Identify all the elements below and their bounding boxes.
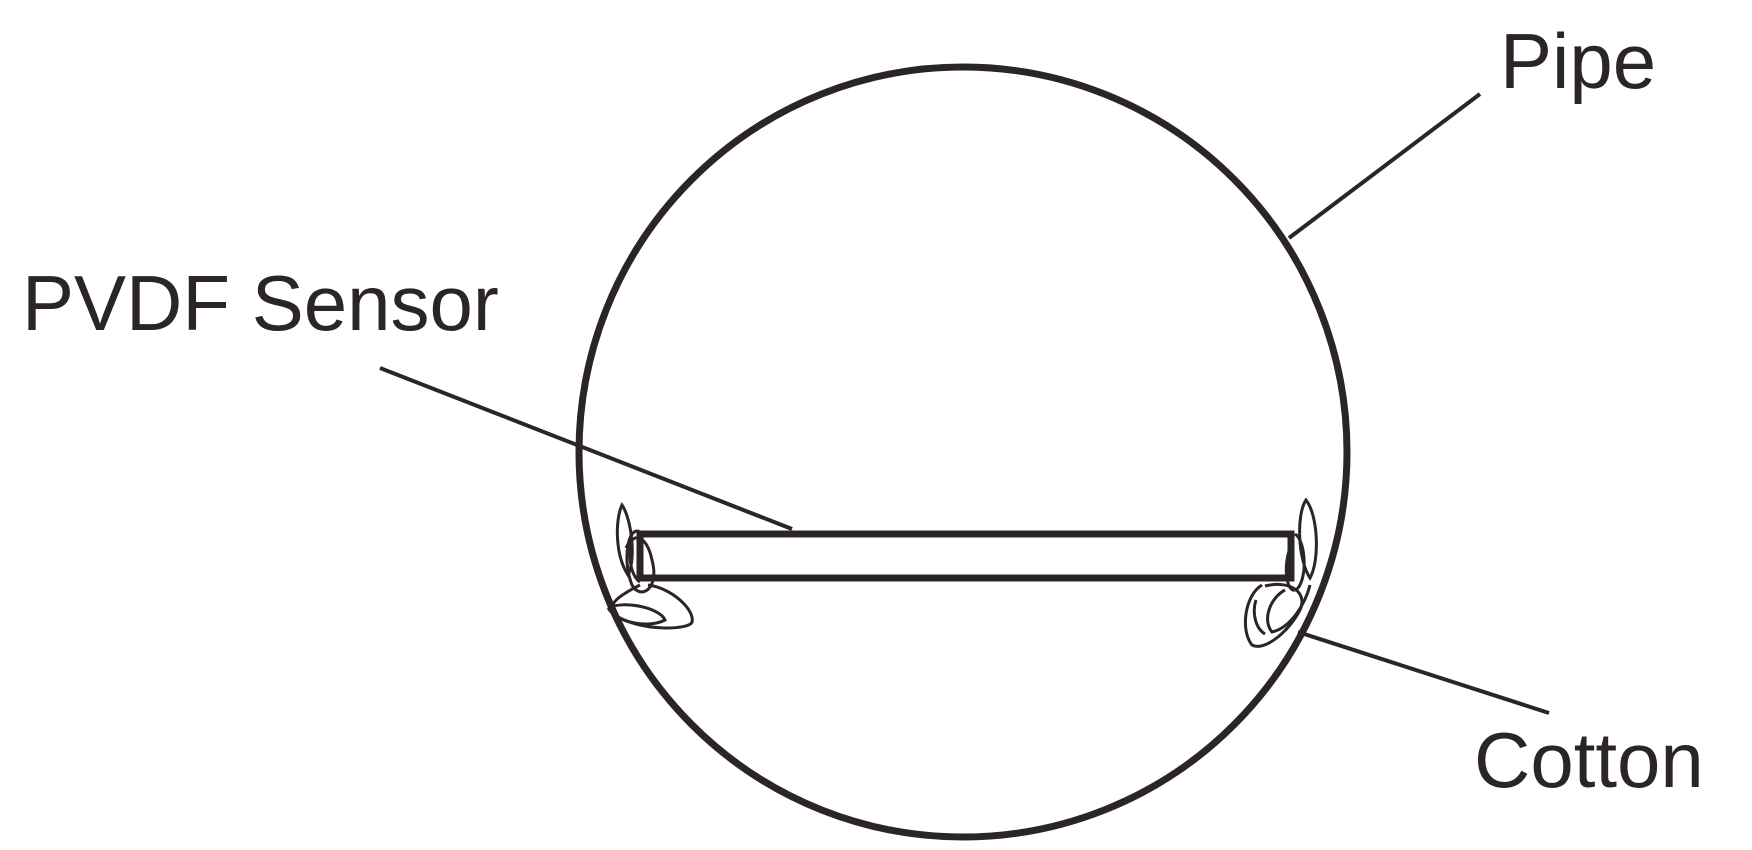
pvdf-sensor-strip [636, 530, 1295, 582]
cotton-wad-right [1243, 497, 1318, 648]
pipe-leader-line [1287, 92, 1482, 240]
pipe-label: Pipe [1500, 17, 1656, 105]
pipe-outline [575, 63, 1351, 841]
cotton-leader-line [1297, 630, 1550, 715]
cotton-label: Cotton [1474, 716, 1704, 804]
cotton-wad-left [606, 501, 694, 630]
pvdf-sensor-label: PVDF Sensor [22, 259, 499, 347]
pvdf-sensor-leader-line [379, 366, 793, 531]
